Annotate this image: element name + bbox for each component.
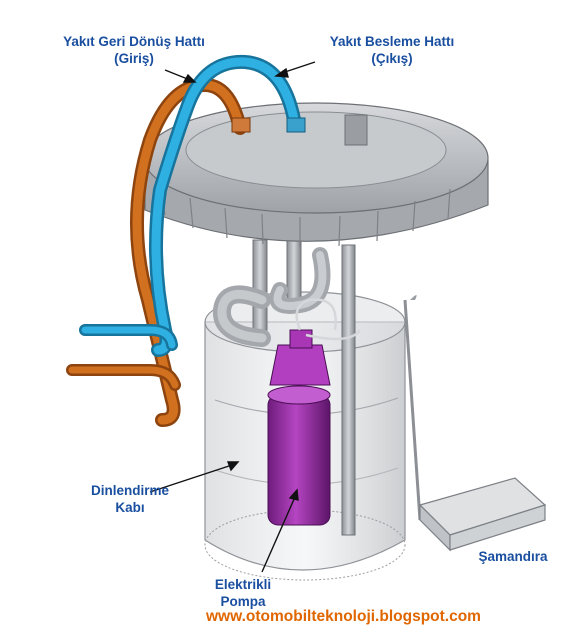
supply-line-label: Yakıt Besleme Hattı (Çıkış) [302,33,482,67]
float-label-line1: Şamandıra [478,549,548,564]
return-line-label-line2: (Giriş) [114,51,154,66]
settling-tank-label: Dinlendirme Kabı [66,482,194,516]
settling-tank-label-line2: Kabı [115,500,145,515]
electric-pump-label-line2: Pompa [220,594,266,609]
float-assembly [403,295,547,552]
electric-pump [267,329,331,526]
supply-line-label-line1: Yakıt Besleme Hattı [329,34,455,49]
top-flange [143,102,489,247]
pump-wiring [295,298,362,341]
return-line-label: Yakıt Geri Dönüş Hattı (Giriş) [34,33,234,67]
settling-tank-label-line1: Dinlendirme [90,483,169,498]
electric-pump-label-line1: Elektrikli [214,577,272,592]
pointer-arrows [149,61,316,573]
return-line-label-line1: Yakıt Geri Dönüş Hattı [63,34,205,49]
website-watermark: www.otomobilteknoloji.blogspot.com [206,608,481,625]
supply-line-label-line2: (Çıkış) [371,51,413,66]
float-label: Şamandıra [458,548,568,565]
supply-hose [79,54,306,357]
electric-pump-label: Elektrikli Pompa [198,576,288,610]
